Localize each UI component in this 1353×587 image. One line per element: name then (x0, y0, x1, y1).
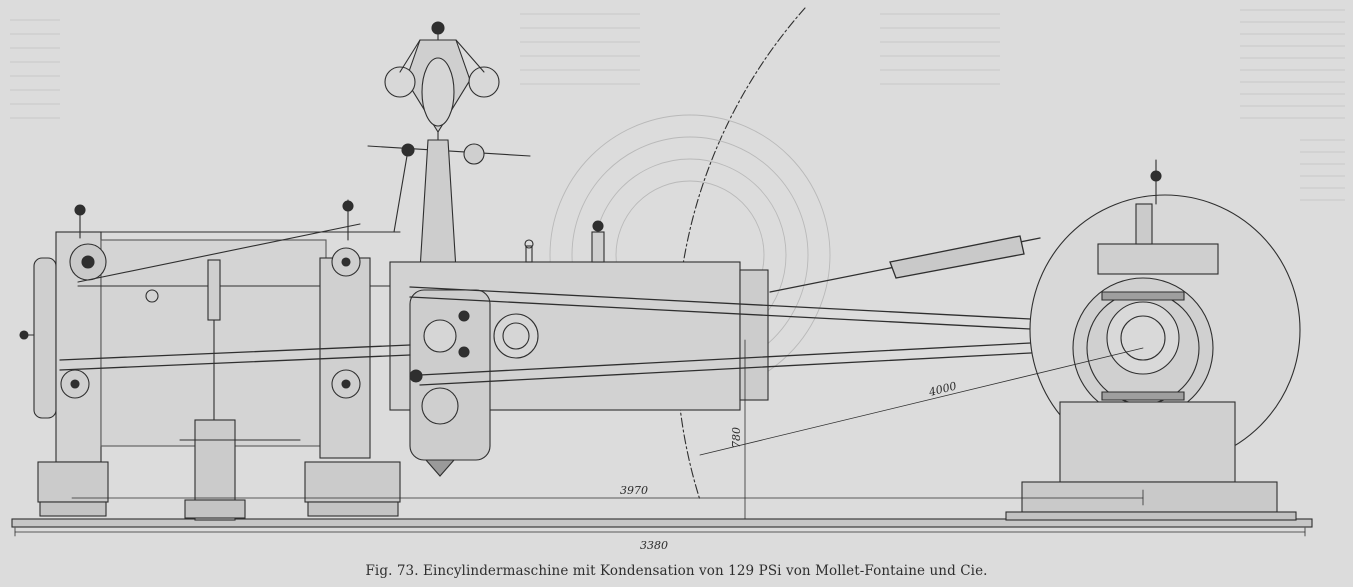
crank-bearing (1005, 159, 1301, 521)
floor (11, 518, 1313, 528)
dimension-lines (14, 339, 1306, 537)
flywheel-arc (675, 7, 806, 501)
cylinder (19, 231, 327, 517)
dim-3970: 3970 (620, 484, 648, 497)
guide-body (389, 220, 769, 477)
governor (367, 21, 531, 271)
dim-3380: 3380 (640, 539, 668, 552)
dim-780: 780 (730, 427, 743, 448)
page-bleed-texture (10, 9, 1345, 201)
valve-gear (74, 199, 401, 521)
connecting-rods (59, 235, 1051, 386)
figure-caption: Fig. 73. Eincylindermaschine mit Kondens… (365, 563, 988, 579)
